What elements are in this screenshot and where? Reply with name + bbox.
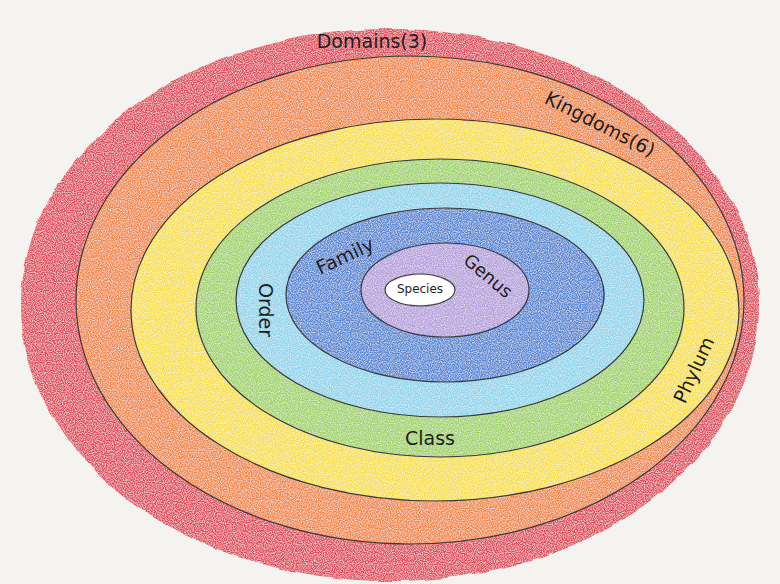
pencil-outline: [236, 183, 644, 417]
pencil-outline: [361, 243, 529, 337]
crayon-fill: [236, 183, 644, 417]
crayon-fill: [286, 208, 604, 382]
taxonomy-ring: FamilyGenusSpecies: [285, 207, 605, 383]
rank-label: Class: [405, 428, 455, 449]
pencil-outline: [286, 208, 604, 382]
pencil-outline: [385, 274, 455, 306]
taxonomy-ring: GenusSpecies: [360, 242, 530, 338]
pencil-outline: [196, 159, 684, 457]
taxonomy-ring: Class Order FamilyGenusSpecies: [195, 158, 685, 458]
crayon-fill: [361, 243, 529, 337]
rank-label: Species: [397, 283, 443, 296]
pencil-outline: [131, 119, 739, 501]
pencil-outline: [76, 56, 744, 544]
taxonomy-ring: PhylumClassOrderFamilyGenusSpecies: [130, 118, 740, 502]
crayon-fill: [196, 159, 684, 457]
crayon-fill: [385, 274, 455, 306]
rank-label: Order: [256, 283, 277, 337]
taxonomy-ring: Species: [384, 273, 456, 307]
taxonomy-ring: Domains(3)Kingdoms(6)PhylumClassOrderFam…: [20, 28, 760, 582]
taxonomy-ring: Order FamilyGenusSpecies: [235, 182, 645, 418]
rank-label: Domains(3): [317, 31, 428, 52]
taxonomy-ring: Kingdoms(6)PhylumClassOrderFamilyGenusSp…: [75, 55, 745, 545]
crayon-fill: [131, 119, 739, 501]
crayon-fill: [76, 56, 744, 544]
crayon-fill: [21, 29, 759, 581]
